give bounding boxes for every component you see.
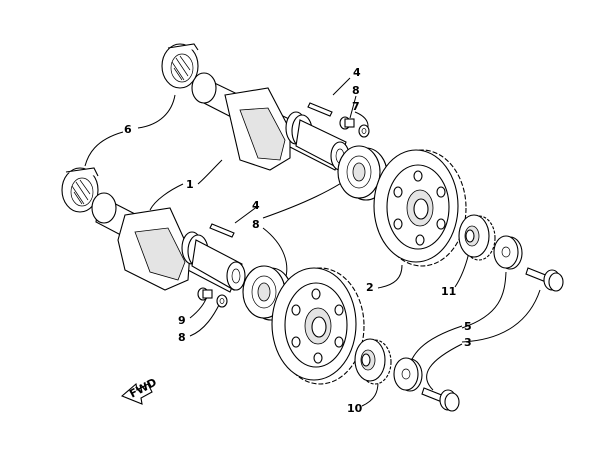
flange-bolts xyxy=(421,267,564,412)
callout-4-lower: 4 xyxy=(252,199,260,212)
callout-labels: 6 1 4 8 7 4 8 2 11 9 8 5 3 10 xyxy=(124,66,472,415)
upper-camshaft xyxy=(191,72,350,171)
upper-cam-sprocket xyxy=(373,149,467,267)
callout-8-upper: 7 xyxy=(352,100,360,113)
upper-small-gear xyxy=(458,214,496,261)
callout-8-lower: 8 xyxy=(178,331,186,344)
upper-roller-bearing xyxy=(161,43,199,89)
callout-7: 6 xyxy=(124,123,132,136)
callout-2: 2 xyxy=(366,281,374,294)
lower-roller-bearing xyxy=(61,167,99,213)
lower-small-gear xyxy=(354,338,392,385)
woodruff-keys xyxy=(209,102,333,238)
callout-11: 11 xyxy=(441,285,456,298)
lower-cam-sprocket xyxy=(271,267,365,385)
front-direction-arrow-icon: FWD xyxy=(120,376,159,405)
callout-10: 10 xyxy=(347,402,363,415)
lower-camshaft xyxy=(91,192,246,293)
callout-3: 3 xyxy=(464,336,472,349)
small-bolts-and-washers xyxy=(197,116,370,308)
callout-5: 5 xyxy=(464,320,472,333)
callout-6: 8 xyxy=(252,218,260,231)
callout-4-upper: 4 xyxy=(353,66,361,79)
upper-ball-bearing xyxy=(337,145,388,201)
callout-1: 1 xyxy=(186,178,194,191)
large-washers xyxy=(393,235,523,392)
callout-9-lower: 9 xyxy=(178,314,186,327)
callout-9-upper: 8 xyxy=(352,84,360,97)
